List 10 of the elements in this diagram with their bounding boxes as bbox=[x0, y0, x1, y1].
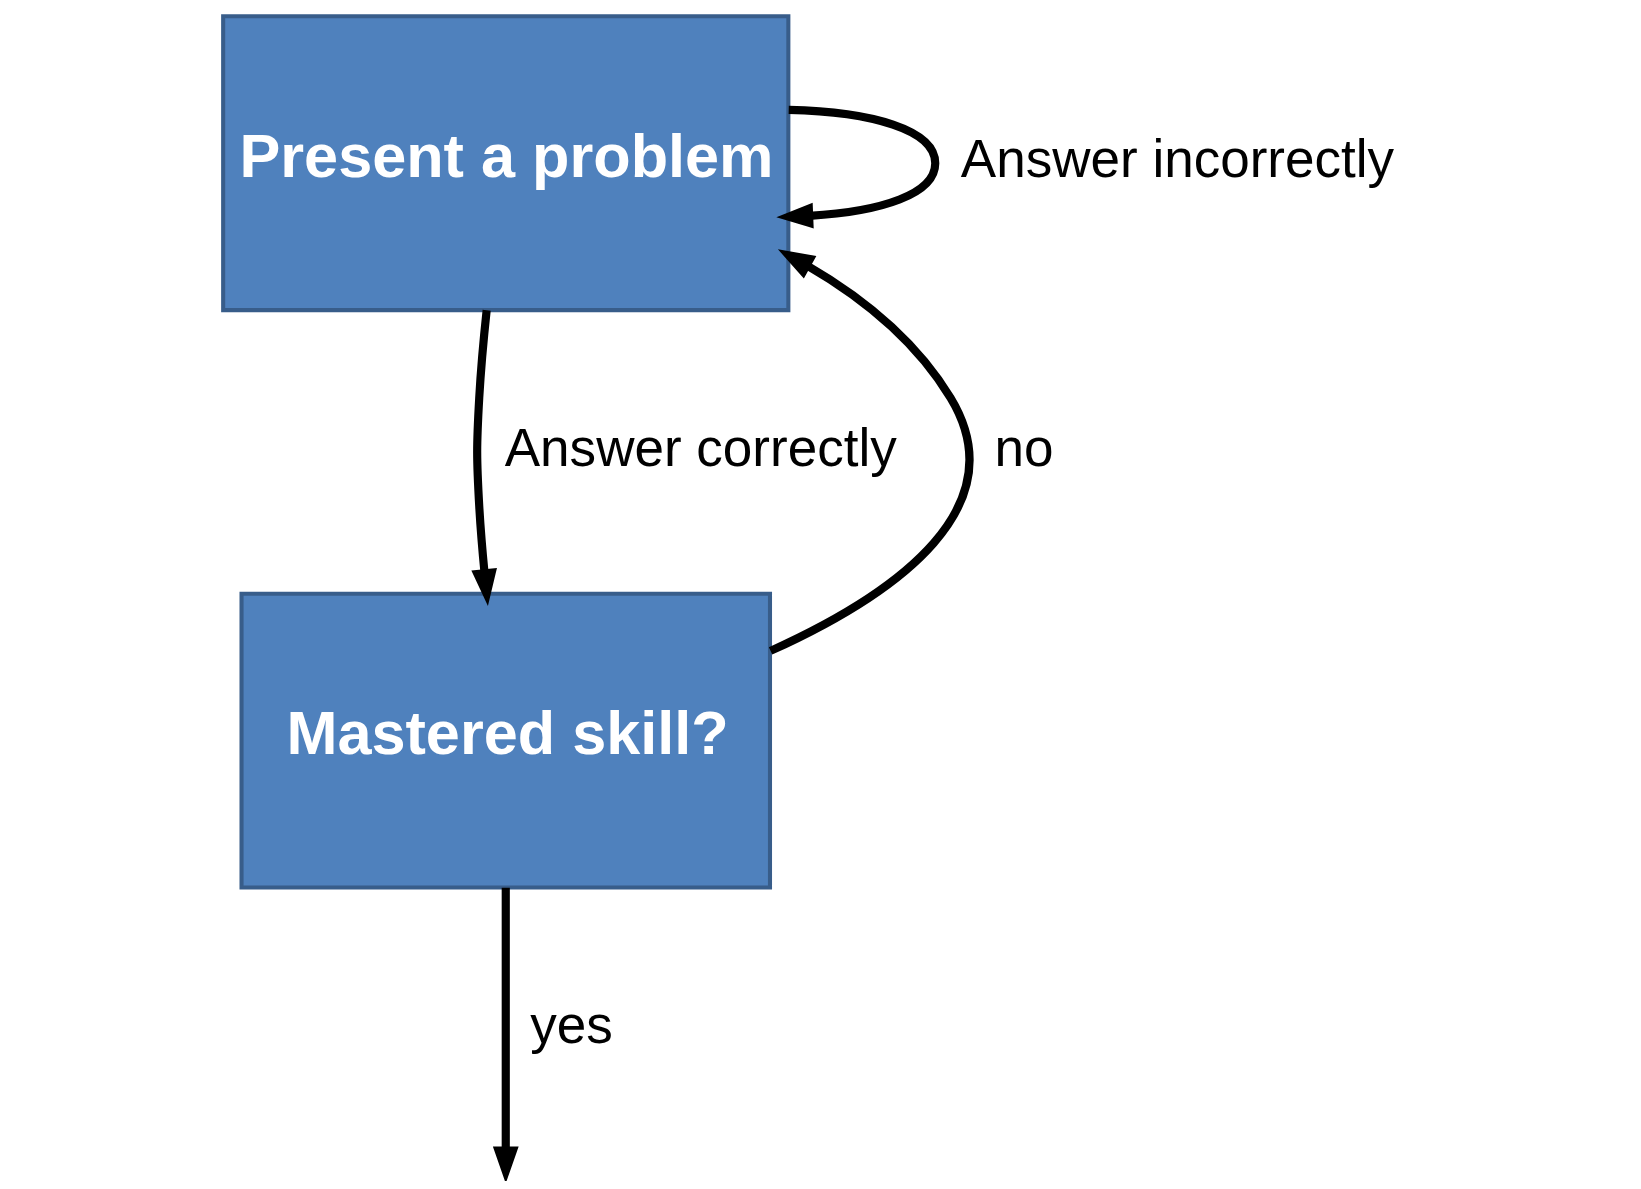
arrow bbox=[768, 249, 973, 655]
node-box: Mastered skill? bbox=[239, 591, 772, 890]
arrow bbox=[470, 309, 497, 606]
edge-label: Answer correctly bbox=[504, 417, 897, 477]
edge-label: Answer incorrectly bbox=[960, 129, 1394, 189]
edge-label: no bbox=[993, 417, 1053, 477]
arrow bbox=[775, 105, 939, 229]
edge-label: yes bbox=[529, 995, 613, 1055]
node-box: Present a problem bbox=[220, 14, 790, 313]
arrow bbox=[492, 887, 519, 1181]
